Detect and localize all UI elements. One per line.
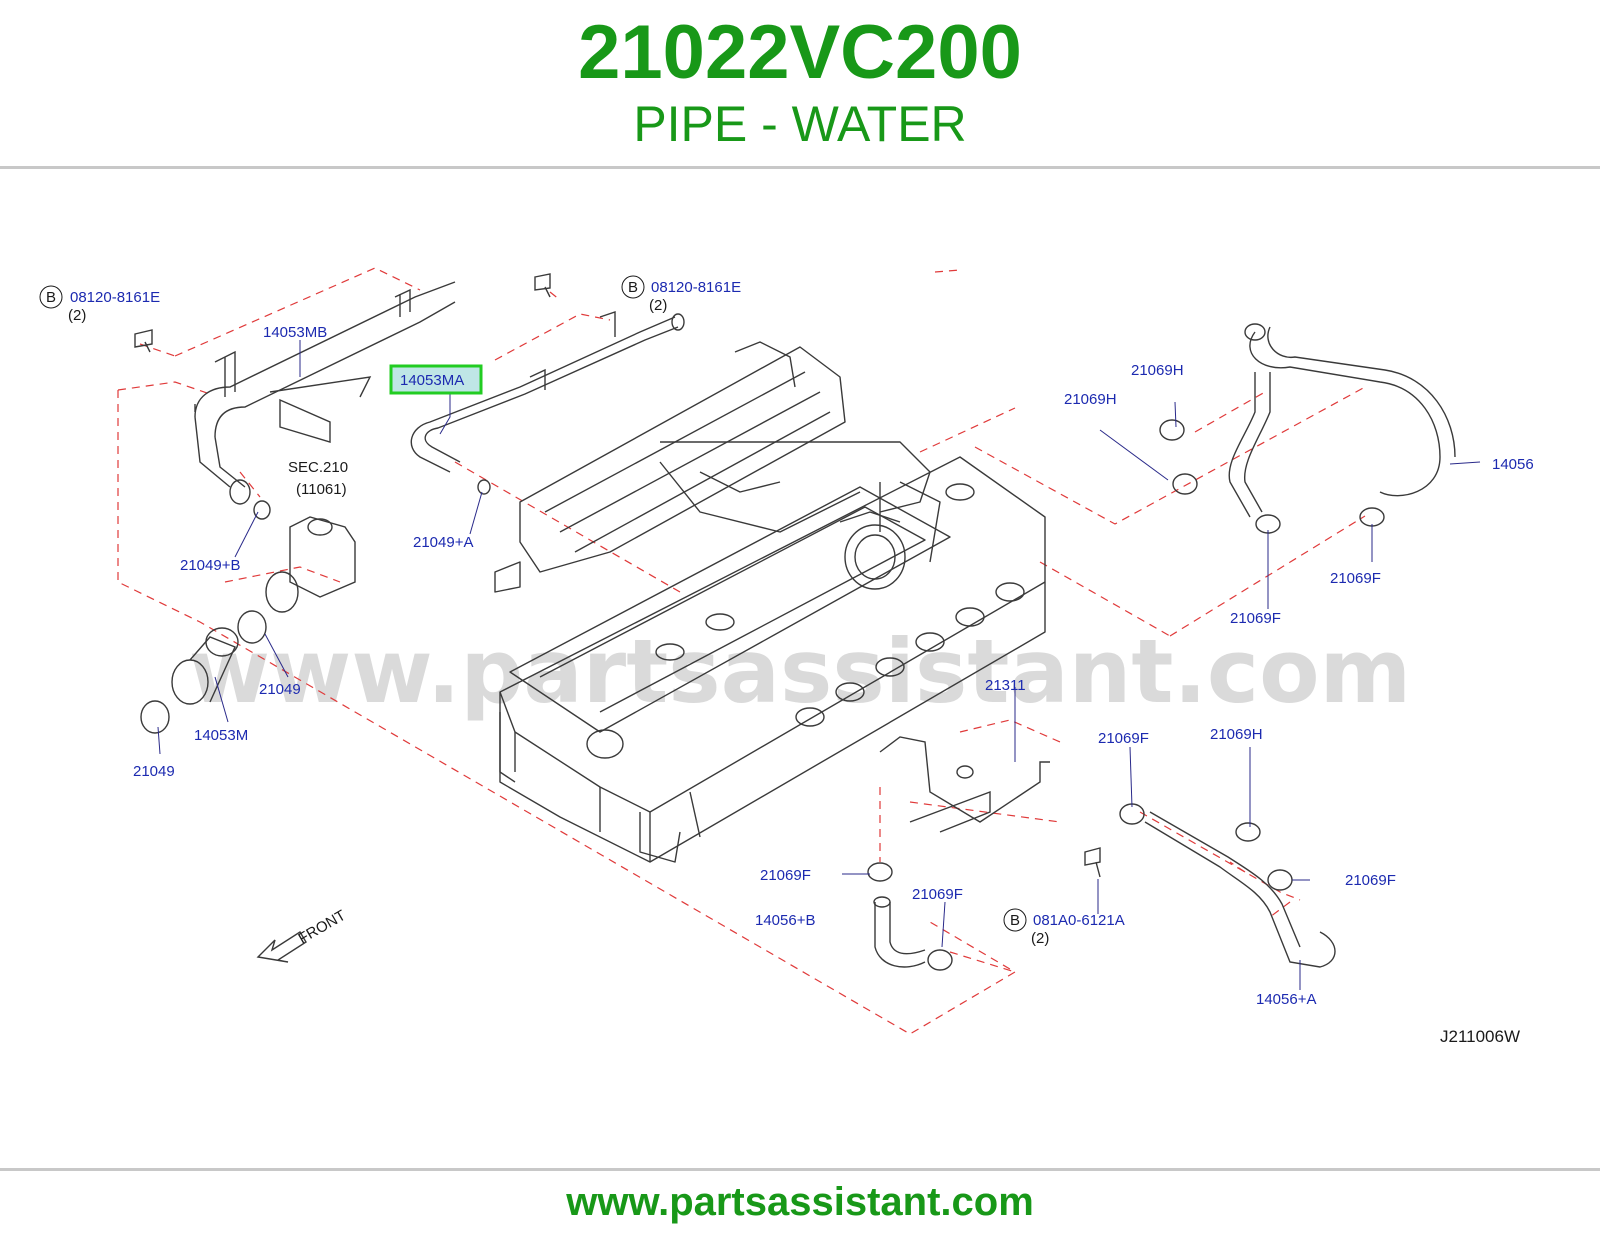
label-14053M[interactable]: 14053M [194,727,248,744]
parts-diagram: www.partsassistant.com [0,172,1600,1162]
bolt-marker-top: B [628,279,638,296]
label-21049A[interactable]: 21049+A [413,534,473,551]
sec-ref: (11061) [296,481,347,498]
right-hoses-drawing [256,323,1456,971]
label-21069F-c[interactable]: 21069F [1098,730,1149,747]
label-14056[interactable]: 14056 [1492,456,1534,473]
bolt-marker-left: B [46,289,56,306]
drawing-code: J211006W [1440,1027,1520,1046]
label-bolt-top-qty: (2) [649,297,667,314]
label-21049-mid[interactable]: 21049 [259,681,301,698]
label-bolt-left-qty: (2) [68,307,86,324]
label-bolt-bottom-qty: (2) [1031,930,1049,947]
label-14053MA[interactable]: 14053MA [400,372,464,389]
label-21069H-2[interactable]: 21069H [1064,391,1117,408]
header-divider [0,166,1600,169]
label-21049-low[interactable]: 21049 [133,763,175,780]
watermark-text: www.partsassistant.com [189,620,1412,723]
label-14053MB[interactable]: 14053MB [263,324,327,341]
leader-lines [157,340,1481,990]
engine-drawing [494,341,1046,863]
highlight-box-14053MA [389,364,483,395]
sec-label: SEC.210 [288,459,348,476]
label-21069H-3[interactable]: 21069H [1210,726,1263,743]
parts-diagram-svg: www.partsassistant.com [39,267,1534,1046]
part-name-subtitle: PIPE - WATER [633,96,967,152]
label-21069F-r1[interactable]: 21069F [1330,570,1381,587]
callout-labels: 08120-8161E (2) 08120-8161E (2) 081A0-61… [68,279,1534,1008]
label-21069F-r2[interactable]: 21069F [1230,610,1281,627]
bolt-marker-bottom: B [1010,912,1020,929]
label-21069F-l[interactable]: 21069F [760,867,811,884]
label-bolt-left-code[interactable]: 08120-8161E [70,289,160,306]
label-21049B[interactable]: 21049+B [180,557,240,574]
footer-url[interactable]: www.partsassistant.com [566,1180,1034,1224]
label-21311[interactable]: 21311 [985,677,1026,694]
label-bolt-top-code[interactable]: 08120-8161E [651,279,741,296]
label-21069F-rr[interactable]: 21069F [1345,872,1396,889]
label-14056A[interactable]: 14056+A [1256,991,1316,1008]
label-21069F-m[interactable]: 21069F [912,886,963,903]
label-bolt-bottom-code[interactable]: 081A0-6121A [1033,912,1125,929]
page-header: 21022VC200 PIPE - WATER [0,0,1600,168]
part-number-title: 21022VC200 [578,10,1022,95]
pipe-14053MA-drawing [410,273,685,473]
bolt-markers [39,275,1027,932]
label-14056B[interactable]: 14056+B [755,912,815,929]
footer-divider [0,1168,1600,1171]
label-21069H-1[interactable]: 21069H [1131,362,1184,379]
front-label: FRONT [296,907,349,948]
left-pipe-drawing [134,281,491,734]
